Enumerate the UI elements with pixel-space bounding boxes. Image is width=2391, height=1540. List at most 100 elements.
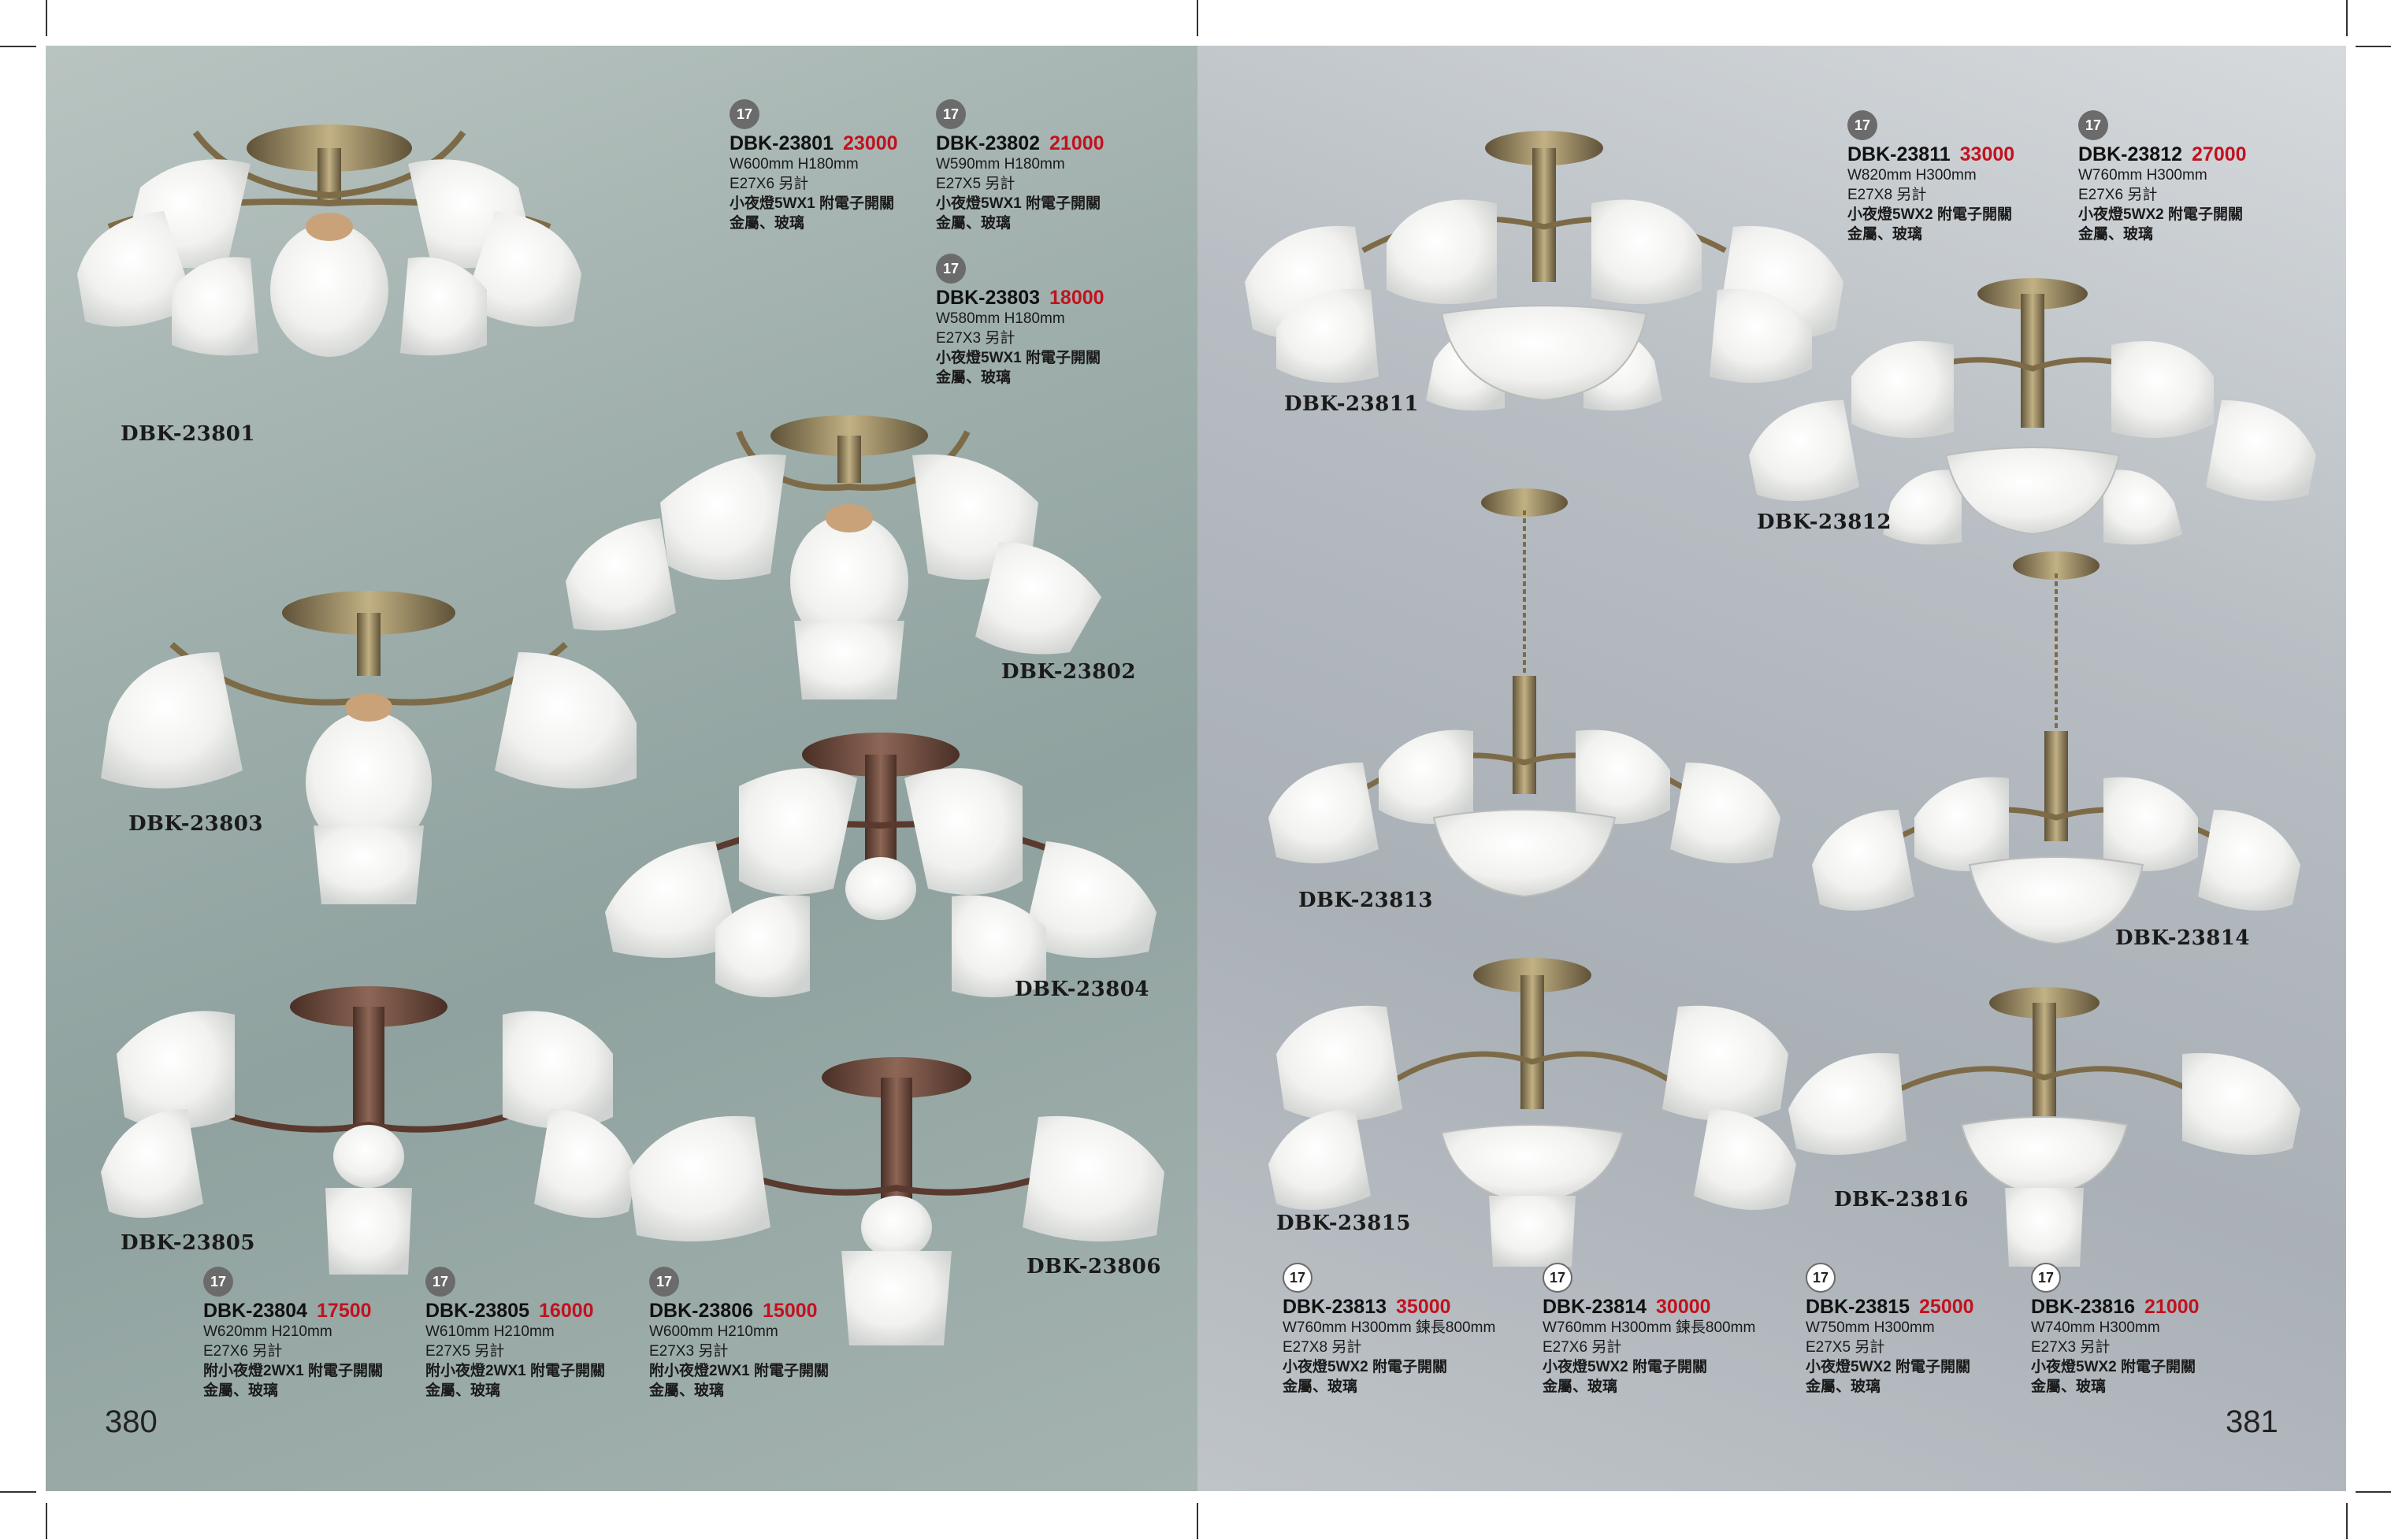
spec-bulb: E27X8 另計 (1283, 1339, 1362, 1356)
spec-size: W580mm H180mm (936, 310, 1065, 327)
spec-night-light: 小夜燈5WX2 附電子開關 (1847, 206, 2013, 223)
spec-price: 18000 (1049, 287, 1105, 309)
spec-night-light: 附小夜燈2WX1 附電子開關 (203, 1363, 384, 1379)
crop-mark (2346, 0, 2348, 36)
spec-bulb: E27X6 另計 (2078, 187, 2158, 203)
lamp-image-dbk-23804 (597, 723, 1164, 1030)
spec-size: W750mm H300mm (1806, 1319, 1935, 1336)
lamp-image-dbk-23814 (1812, 550, 2300, 967)
lamp-image-dbk-23803 (93, 581, 644, 912)
rating-badge: 17 (2031, 1263, 2061, 1293)
product-caption: DBK-23811 (1284, 392, 1419, 416)
spec-bulb: E27X8 另計 (1847, 187, 1927, 203)
spec-model: DBK-23816 (2031, 1296, 2136, 1318)
lamp-image-dbk-23805 (101, 983, 637, 1282)
spec-size: W760mm H300mm 鍊長800mm (1543, 1319, 1756, 1336)
spec-model: DBK-23805 (425, 1300, 530, 1322)
product-caption: DBK-23813 (1298, 889, 1433, 912)
spec-bulb: E27X6 另計 (203, 1343, 283, 1360)
spec-size: W600mm H210mm (649, 1323, 778, 1340)
page-number-left: 380 (105, 1405, 158, 1439)
crop-mark (0, 46, 36, 47)
spec-size: W590mm H180mm (936, 156, 1065, 173)
spec-bulb: E27X3 另計 (2031, 1339, 2111, 1356)
lamp-image-dbk-23812 (1749, 274, 2316, 573)
spec-price: 17500 (317, 1300, 372, 1322)
crop-mark (46, 1503, 47, 1539)
left-catalog-page: DBK-23801 DBK-23802 DBK-23803 (46, 46, 1197, 1491)
spec-price: 16000 (539, 1300, 594, 1322)
spec-bulb: E27X6 另計 (1543, 1339, 1622, 1356)
page-number-right: 381 (2226, 1405, 2278, 1439)
crop-mark (1197, 1503, 1198, 1539)
spec-price: 33000 (1959, 143, 2015, 165)
spec-size: W740mm H300mm (2031, 1319, 2160, 1336)
spec-price: 15000 (763, 1300, 818, 1322)
rating-badge: 17 (1847, 110, 1877, 140)
spec-material: 金屬、玻璃 (1847, 226, 1923, 243)
spec-model: DBK-23801 (730, 132, 834, 154)
spec-model: DBK-23813 (1283, 1296, 1387, 1318)
spec-bulb: E27X5 另計 (936, 176, 1015, 192)
spec-block-dbk-23803: 17 DBK-23803 18000 W580mm H180mm E27X3 另計… (936, 254, 1172, 388)
rating-badge: 17 (1283, 1263, 1312, 1293)
spec-material: 金屬、玻璃 (2078, 226, 2154, 243)
rating-badge: 17 (936, 254, 966, 284)
crop-mark (2346, 1503, 2348, 1539)
spec-size: W600mm H180mm (730, 156, 859, 173)
rating-badge: 17 (1806, 1263, 1836, 1293)
lamp-image-dbk-23811 (1245, 124, 1843, 455)
spec-material: 金屬、玻璃 (649, 1382, 725, 1399)
spec-block-dbk-23812: 17 DBK-23812 27000 W760mm H300mm E27X6 另計… (2078, 110, 2315, 244)
crop-mark (2356, 46, 2391, 47)
spec-size: W610mm H210mm (425, 1323, 555, 1340)
rating-badge: 17 (936, 99, 966, 129)
spec-size: W760mm H300mm (2078, 167, 2207, 184)
spec-size: W760mm H300mm 鍊長800mm (1283, 1319, 1496, 1336)
spec-bulb: E27X3 另計 (936, 330, 1015, 347)
spec-night-light: 附小夜燈2WX1 附電子開關 (649, 1363, 830, 1379)
lamp-image-dbk-23801 (77, 101, 581, 416)
spec-night-light: 小夜燈5WX2 附電子開關 (2031, 1359, 2196, 1375)
product-caption: DBK-23812 (1757, 510, 1892, 534)
spec-night-light: 小夜燈5WX2 附電子開關 (1283, 1359, 1448, 1375)
right-catalog-page: DBK-23811 DBK-23812 DBK (1197, 46, 2346, 1491)
product-caption: DBK-23815 (1276, 1212, 1411, 1235)
crop-mark (46, 0, 47, 36)
rating-badge: 17 (425, 1267, 455, 1297)
spec-price: 25000 (1919, 1296, 1974, 1318)
spec-material: 金屬、玻璃 (1283, 1379, 1358, 1395)
spec-material: 金屬、玻璃 (1806, 1379, 1881, 1395)
spec-model: DBK-23811 (1847, 143, 1951, 165)
lamp-image-dbk-23802 (558, 400, 1109, 715)
product-caption: DBK-23814 (2115, 926, 2250, 950)
product-caption: DBK-23805 (121, 1231, 255, 1255)
spec-price: 27000 (2192, 143, 2247, 165)
spec-night-light: 小夜燈5WX2 附電子開關 (2078, 206, 2244, 223)
spec-material: 金屬、玻璃 (203, 1382, 279, 1399)
lamp-image-dbk-23815 (1268, 952, 1796, 1282)
product-caption: DBK-23816 (1834, 1188, 1969, 1212)
product-caption: DBK-23804 (1015, 978, 1149, 1001)
spec-material: 金屬、玻璃 (936, 215, 1012, 232)
product-caption: DBK-23801 (121, 422, 255, 446)
spec-model: DBK-23814 (1543, 1296, 1647, 1318)
spec-price: 23000 (843, 132, 898, 154)
spec-model: DBK-23812 (2078, 143, 2183, 165)
spec-model: DBK-23803 (936, 287, 1041, 309)
spec-night-light: 小夜燈5WX1 附電子開關 (730, 195, 895, 212)
spec-night-light: 小夜燈5WX2 附電子開關 (1806, 1359, 1971, 1375)
product-caption: DBK-23806 (1027, 1255, 1161, 1278)
spec-night-light: 小夜燈5WX2 附電子開關 (1543, 1359, 1708, 1375)
rating-badge: 17 (2078, 110, 2108, 140)
crop-mark (2356, 1491, 2391, 1493)
